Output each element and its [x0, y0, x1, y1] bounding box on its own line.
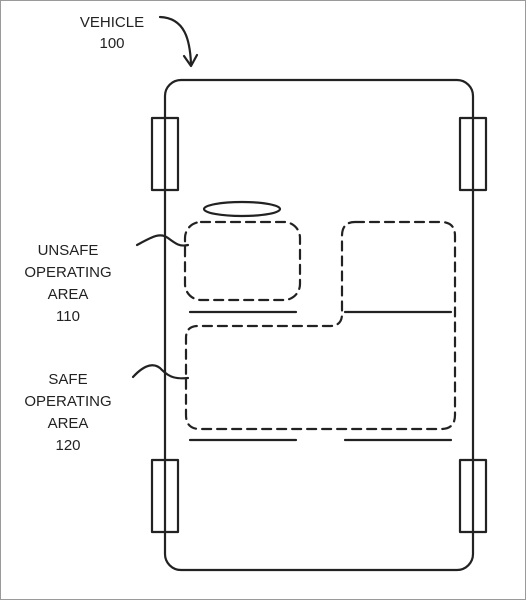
- unsafe-area-ref: 110: [56, 308, 80, 325]
- leader-vehicle-arrowhead: [182, 53, 199, 68]
- leader-vehicle: [158, 15, 193, 66]
- wheel-rear-left: [150, 458, 180, 534]
- safe-operating-area-region: [184, 220, 457, 431]
- leader-safe: [131, 364, 190, 380]
- vehicle-ref: 100: [99, 35, 124, 52]
- vehicle-body: [163, 78, 475, 572]
- leader-unsafe: [135, 234, 190, 247]
- safe-area-label-line3: AREA: [48, 415, 89, 432]
- wheel-front-right: [458, 116, 488, 192]
- safe-area-label-line1: SAFE: [48, 371, 87, 388]
- safe-area-label-line2: OPERATING: [24, 393, 111, 410]
- safe-area-ref: 120: [55, 437, 80, 454]
- vehicle-label: VEHICLE: [80, 14, 144, 31]
- unsafe-operating-area-region: [183, 220, 302, 302]
- wheel-front-left: [150, 116, 180, 192]
- unsafe-area-label-line2: OPERATING: [24, 264, 111, 281]
- steering-wheel: [202, 200, 282, 218]
- unsafe-area-label-line1: UNSAFE: [38, 242, 99, 259]
- wheel-rear-right: [458, 458, 488, 534]
- unsafe-area-label-line3: AREA: [48, 286, 89, 303]
